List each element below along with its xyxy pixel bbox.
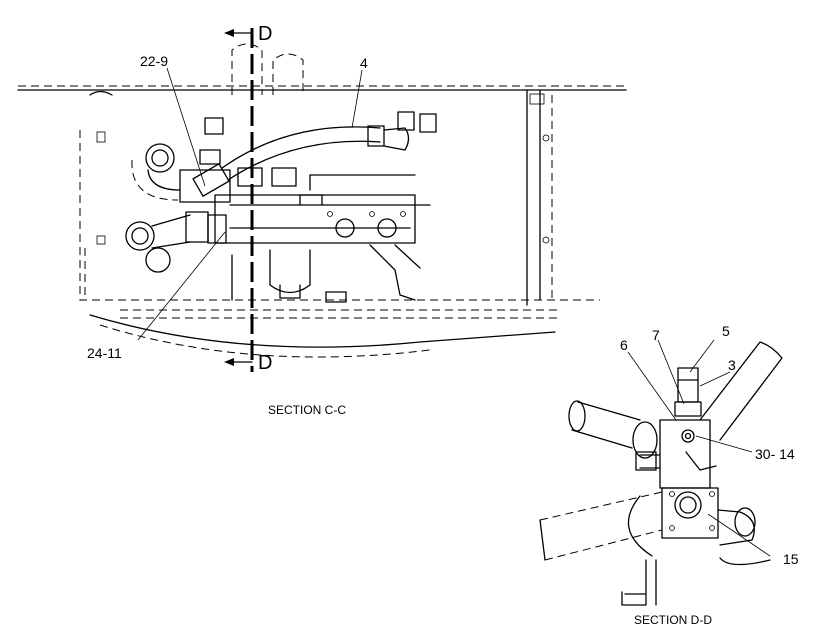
section-cc-view: D D 22-9 4 24-11 SECTION C-C	[17, 23, 627, 417]
callout-30-14: 30- 14	[755, 446, 795, 462]
callout-24-11: 24-11	[87, 345, 122, 361]
callout-15: 15	[783, 551, 799, 567]
callout-3: 3	[728, 357, 736, 373]
section-cc-caption: SECTION C-C	[268, 403, 346, 417]
cut-marker-bottom: D	[258, 352, 272, 374]
callout-5: 5	[722, 323, 730, 339]
callout-6: 6	[620, 337, 628, 353]
callout-4: 4	[360, 55, 368, 71]
callout-22-9: 22-9	[140, 53, 168, 69]
callout-7: 7	[652, 327, 660, 343]
section-dd-caption: SECTION D-D	[634, 613, 712, 627]
cut-marker-top: D	[258, 23, 272, 45]
section-dd-view: 5 3 6 7 30- 14 15 SECTION D-D	[539, 323, 799, 627]
